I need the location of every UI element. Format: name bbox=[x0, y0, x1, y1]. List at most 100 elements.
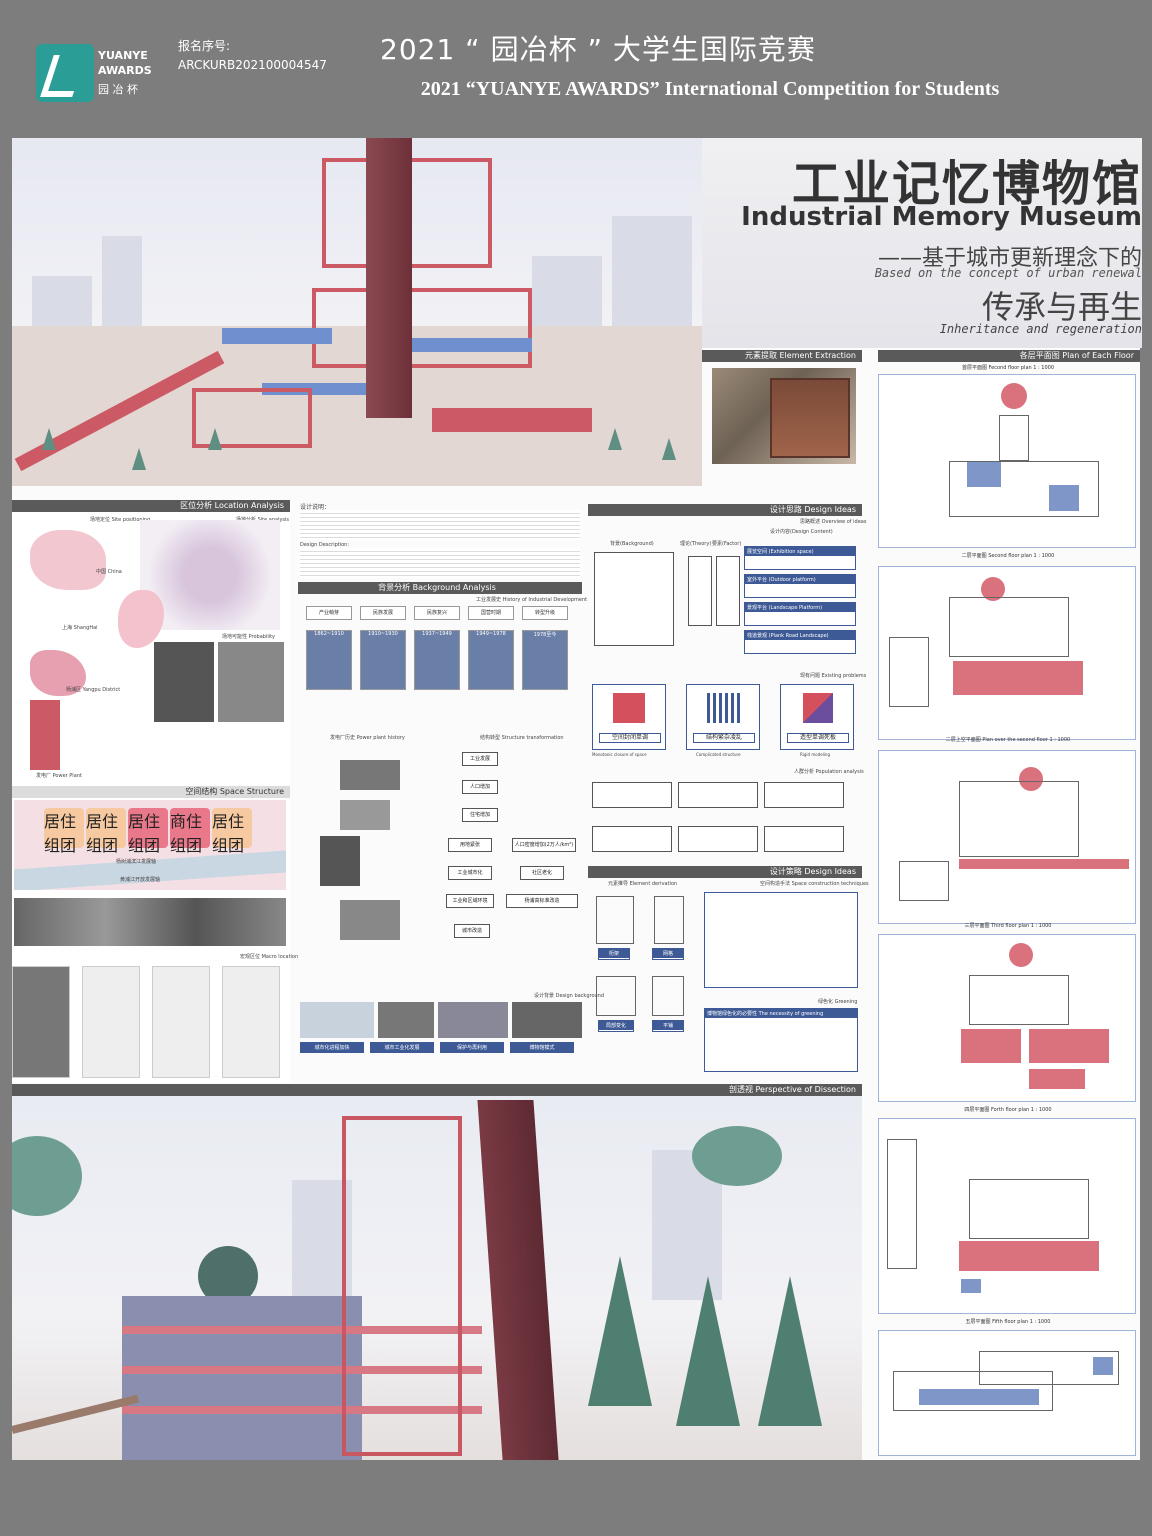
floor-plan-2 bbox=[878, 566, 1136, 740]
section-element-extraction: 元素提取 Element Extraction bbox=[702, 350, 862, 362]
tile-label: 平铺 bbox=[652, 1020, 684, 1032]
problem-label: 空间封闭单调 bbox=[599, 733, 661, 743]
element-drawing bbox=[770, 378, 850, 458]
problem-card: 空间封闭单调 bbox=[592, 684, 666, 750]
logo-mark-icon bbox=[36, 44, 94, 102]
logo-text-cn: 园 冶 杯 bbox=[98, 83, 138, 96]
china-map bbox=[30, 530, 106, 590]
plan-outline bbox=[899, 861, 949, 901]
background-step-title: 城市化进程加快 bbox=[301, 1043, 363, 1052]
poster-subtitle-en: Based on the concept of urban renewal bbox=[874, 266, 1142, 280]
tree-icon bbox=[608, 428, 622, 450]
background-step: 城市化进程加快 bbox=[300, 1042, 364, 1053]
content-title: 栈道景观 (Plank Road Landscape) bbox=[745, 631, 855, 640]
steel-frame bbox=[192, 388, 312, 448]
background-photo bbox=[300, 1002, 374, 1038]
flow-step: 工业和区域环境 bbox=[446, 894, 494, 908]
population-card bbox=[592, 826, 672, 852]
floor-plan-6 bbox=[878, 1330, 1136, 1456]
tree-icon bbox=[758, 1276, 822, 1426]
axis-label: 杨树浦滨江发展轴 bbox=[116, 859, 157, 865]
floor-label: 首层平面图 Fecond floor plan 1 : 1000 bbox=[961, 365, 1055, 371]
logo-text-2: AWARDS bbox=[98, 64, 152, 77]
design-description-en bbox=[300, 548, 580, 578]
poster-title-en: Industrial Memory Museum bbox=[741, 202, 1142, 232]
grid-label: 网格 bbox=[652, 948, 684, 960]
floor-label: 二层上空平面图 Plan over the second floor 1 : 1… bbox=[945, 737, 1071, 743]
truss-title: 桁架 bbox=[599, 949, 629, 958]
site-photo bbox=[154, 642, 214, 722]
population-label: 人群分析 Population analysis bbox=[794, 769, 864, 775]
zone: 商住组团 bbox=[170, 808, 210, 855]
greening-panel: 博物馆绿色化的必要性 The necessity of greening bbox=[704, 1008, 858, 1072]
floor-slab bbox=[122, 1406, 482, 1414]
plan-blue-zone bbox=[1093, 1357, 1113, 1375]
plan-outline bbox=[893, 1371, 1053, 1411]
plan-red-zone bbox=[1029, 1029, 1109, 1063]
population-card bbox=[592, 782, 672, 808]
floor-plan-4 bbox=[878, 934, 1136, 1102]
section-design-ideas: 设计思路 Design Ideas bbox=[588, 504, 862, 516]
plan-outline bbox=[969, 975, 1069, 1025]
floor-plan-5 bbox=[878, 1118, 1136, 1314]
chimney-circle bbox=[1001, 383, 1027, 409]
space-techniques-label: 空间构造手法 Space construction techniques bbox=[760, 881, 869, 887]
shanghai-label: 上海 ShangHai bbox=[62, 625, 98, 631]
tree-icon bbox=[42, 428, 56, 450]
plan-red-zone bbox=[959, 859, 1129, 869]
poster-subtitle-cn-2: 传承与再生 bbox=[981, 288, 1142, 326]
floor-slab bbox=[122, 1326, 482, 1334]
era-label: 民族发展 bbox=[360, 606, 406, 620]
background-label: 背景(Background) bbox=[610, 541, 654, 547]
background-step-title: 保护与再利用 bbox=[441, 1043, 503, 1052]
greening-label: 绿色化 Greening bbox=[818, 999, 858, 1005]
leaf-decoration bbox=[692, 1126, 782, 1186]
population-card bbox=[678, 826, 758, 852]
background-photo bbox=[438, 1002, 508, 1038]
leaf-decoration bbox=[12, 1136, 82, 1216]
year-card: 1910~1930 bbox=[360, 630, 406, 690]
plan-red-zone bbox=[953, 661, 1083, 695]
section-background: 背景分析 Background Analysis bbox=[298, 582, 582, 594]
structure-transformation-label: 结构转型 Structure transformation bbox=[480, 735, 564, 741]
site-photo-strip bbox=[14, 898, 286, 946]
local-variation-title: 局部变化 bbox=[599, 1021, 633, 1030]
background-photo bbox=[378, 1002, 434, 1038]
plan-blue-zone bbox=[1049, 485, 1079, 511]
header-bar: YUANYE AWARDS 园 冶 杯 报名序号: ARCKURB2021000… bbox=[0, 0, 1152, 128]
overview-label: 思路概述 Overview of ideas bbox=[800, 519, 867, 525]
population-card bbox=[764, 782, 844, 808]
floor-slab bbox=[122, 1366, 482, 1374]
section-location: 区位分析 Location Analysis bbox=[12, 500, 290, 512]
plan-red-zone bbox=[1029, 1069, 1085, 1089]
macro-location-label: 宏观区位 Macro location bbox=[240, 954, 299, 960]
plan-red-zone bbox=[959, 1241, 1099, 1271]
power-plant-history-label: 发电厂历史 Power plant history bbox=[330, 735, 405, 741]
content-landscape: 景观平台 (Landscape Platform) bbox=[744, 602, 856, 626]
river bbox=[14, 850, 286, 890]
plan-outline bbox=[969, 1179, 1089, 1239]
footer-bar bbox=[0, 1466, 1152, 1536]
steel-tower bbox=[342, 1116, 462, 1456]
background-step-title: 博物馆模式 bbox=[511, 1043, 573, 1052]
content-title: 室外平台 (Outdoor platform) bbox=[745, 575, 855, 584]
problem-en: Complicated structure bbox=[696, 752, 741, 757]
flow-step: 工业发展 bbox=[462, 752, 498, 766]
problem-label: 造型单调死板 bbox=[787, 733, 849, 743]
china-label: 中国 China bbox=[96, 569, 122, 575]
power-plant-label: 发电厂 Power Plant bbox=[36, 773, 82, 779]
location-description bbox=[150, 730, 286, 780]
flow-step: 社区老化 bbox=[520, 866, 564, 880]
design-background-label: 设计背景 Design background bbox=[534, 993, 605, 999]
yuanye-logo: YUANYE AWARDS 园 冶 杯 bbox=[36, 44, 162, 102]
flow-step: 住宅增加 bbox=[462, 808, 498, 822]
year-card: 1937~1949 bbox=[414, 630, 460, 690]
background-photo bbox=[512, 1002, 582, 1038]
floor-plan-3 bbox=[878, 750, 1136, 924]
steel-frame bbox=[312, 288, 532, 368]
section-floor-plans: 各层平面图 Plan of Each Floor bbox=[878, 350, 1140, 362]
background-step: 城市工业化发展 bbox=[370, 1042, 434, 1053]
content-exhibition: 展览空间 (Exhibition space) bbox=[744, 546, 856, 570]
background-step-title: 城市工业化发展 bbox=[371, 1043, 433, 1052]
flow-step: 工业城市化 bbox=[448, 866, 492, 880]
